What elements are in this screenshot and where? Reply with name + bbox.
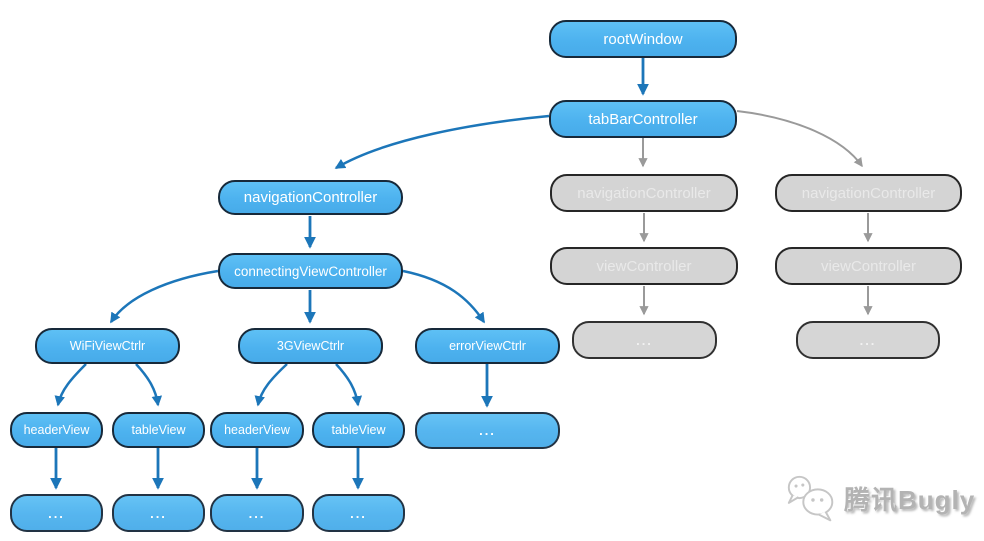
node-error-view-ctrlr: errorViewCtrlr	[415, 328, 560, 364]
arrow-3g-to-headerview	[254, 363, 288, 407]
node-header-view-2: headerView	[210, 412, 304, 448]
node-ellipsis-3: ...	[210, 494, 304, 532]
wechat-chat-bubbles-icon	[787, 475, 834, 522]
arrow-connecting-to-wifi	[109, 269, 219, 324]
node-header-view-1: headerView	[10, 412, 103, 448]
node-ellipsis-mid: ...	[572, 321, 717, 359]
node-view-controller-mid: viewController	[550, 247, 738, 285]
node-connecting-view-controller: connectingViewController	[218, 253, 403, 289]
node-root-window: rootWindow	[549, 20, 737, 58]
arrow-wifi-to-headerview	[54, 363, 87, 407]
arrow-tabbar-to-nav-right	[736, 110, 863, 168]
node-ellipsis-4: ...	[312, 494, 405, 532]
node-view-controller-right: viewController	[775, 247, 962, 285]
node-ellipsis-2: ...	[112, 494, 205, 532]
node-navigation-controller-mid: navigationController	[550, 174, 738, 212]
arrow-3g-to-tableview	[335, 363, 363, 407]
node-ellipsis-1: ...	[10, 494, 103, 532]
node-error-ellipsis: ...	[415, 412, 560, 449]
node-wifi-view-ctrlr: WiFiViewCtrlr	[35, 328, 180, 364]
node-3g-view-ctrlr: 3GViewCtrlr	[238, 328, 383, 364]
node-table-view-1: tableView	[112, 412, 205, 448]
arrow-connecting-to-error	[402, 269, 486, 324]
arrow-tabbar-to-nav-left	[334, 114, 550, 170]
node-ellipsis-right: ...	[796, 321, 940, 359]
node-table-view-2: tableView	[312, 412, 405, 448]
arrow-wifi-to-tableview	[135, 363, 163, 407]
watermark-tencent-bugly: 腾讯Bugly	[782, 468, 982, 534]
node-navigation-controller-right: navigationController	[775, 174, 962, 212]
watermark-brand-text: 腾讯Bugly	[844, 485, 976, 515]
node-navigation-controller-left: navigationController	[218, 180, 403, 215]
node-tab-bar-controller: tabBarController	[549, 100, 737, 138]
